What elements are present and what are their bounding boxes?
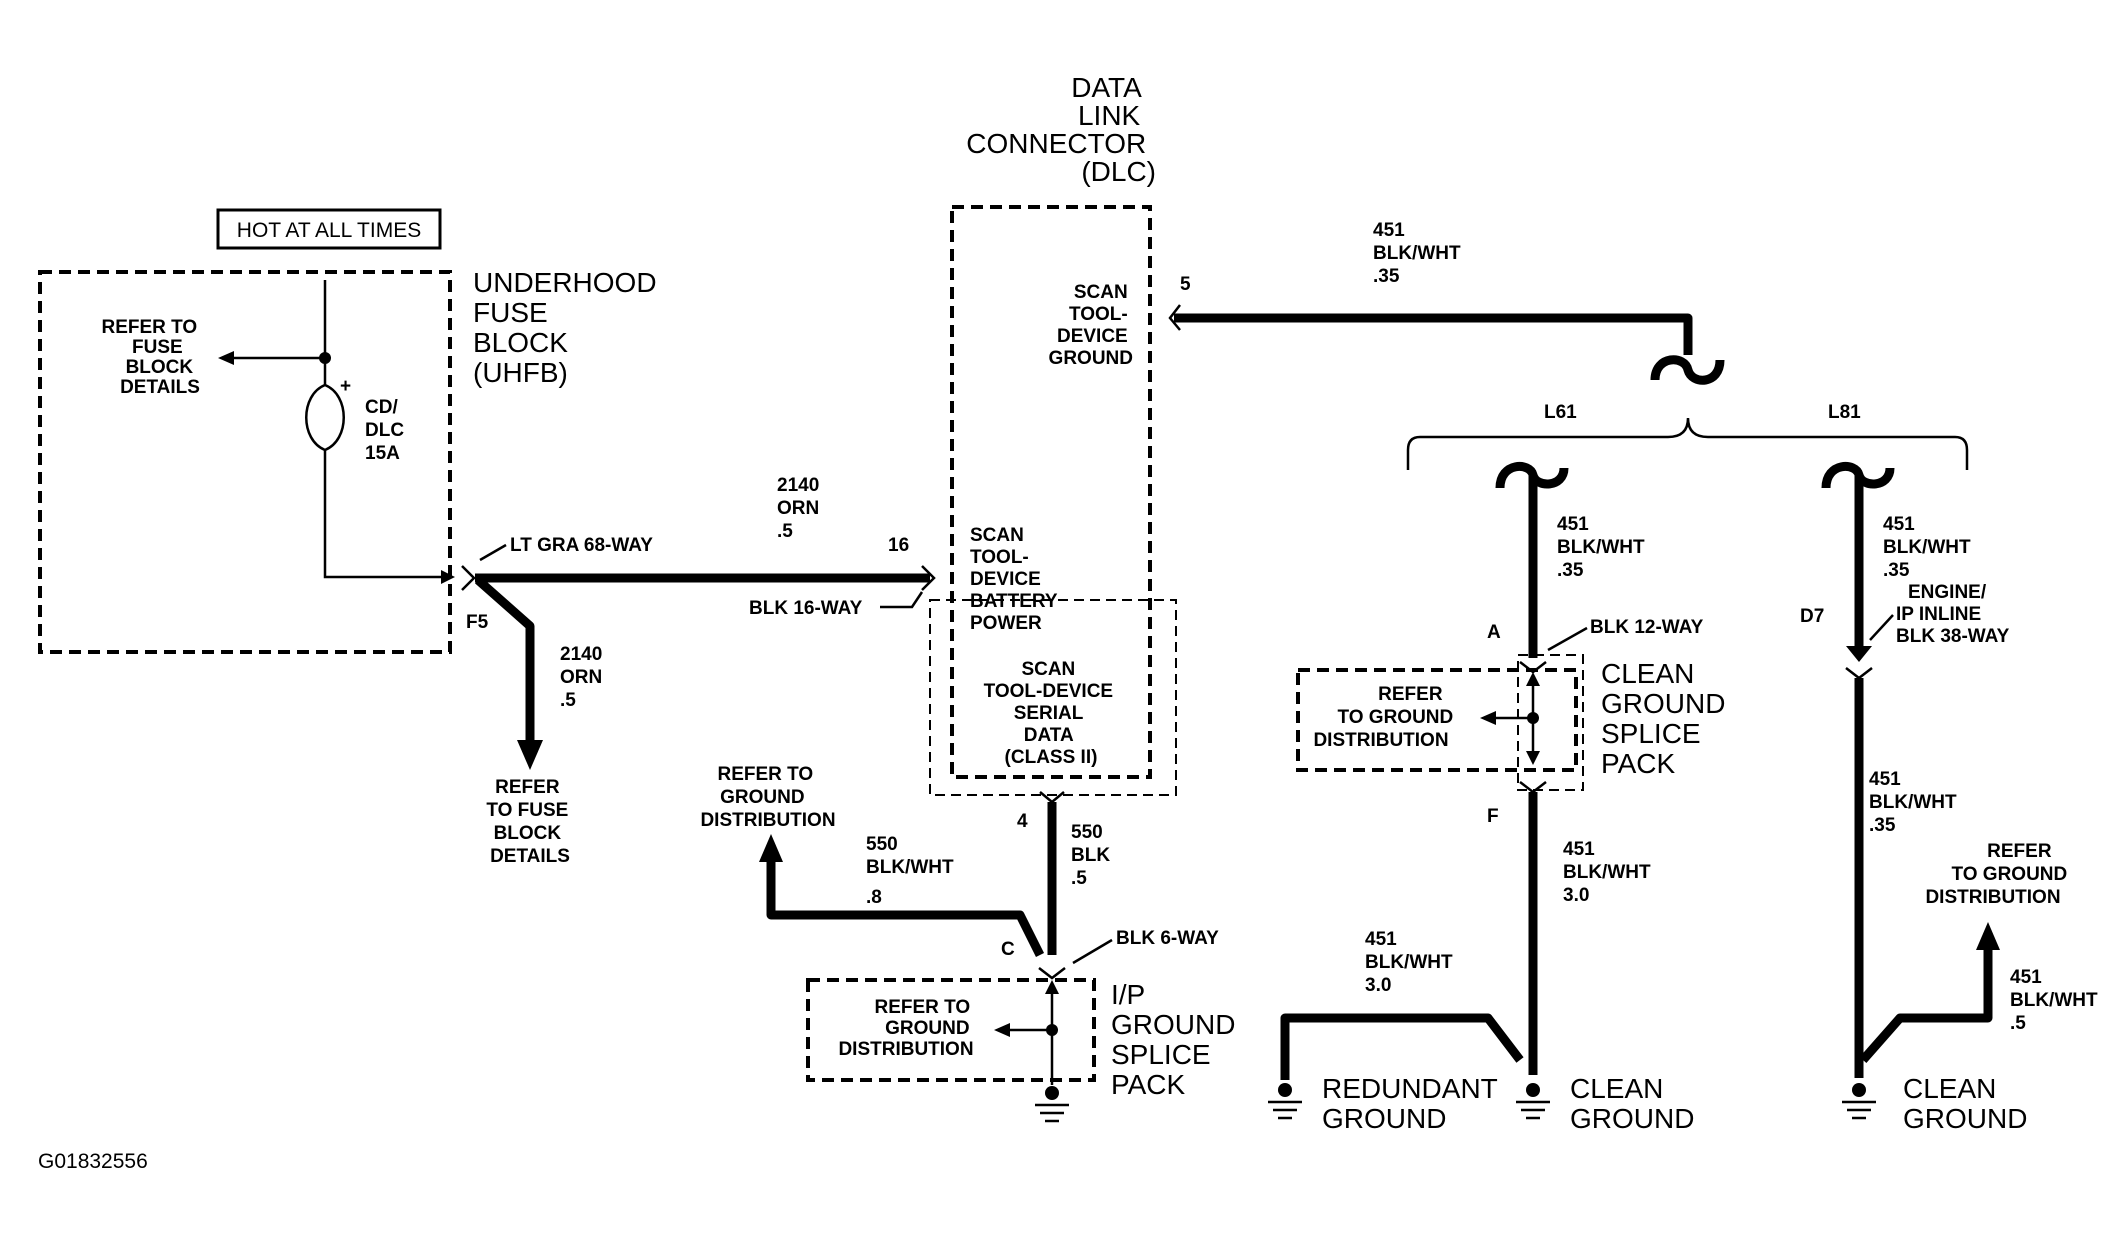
uhfb-output-wire	[323, 450, 445, 579]
ip-splice-refer-label: REFER TO GROUND DISTRIBUTION	[838, 997, 975, 1060]
wire-2140-to-down	[475, 576, 535, 742]
inline-connector-icon	[1845, 667, 1873, 680]
clean-ground-right-icon	[1842, 1083, 1876, 1120]
wire-2140-down-arrow-icon	[517, 740, 543, 770]
wire-451-redundant	[1280, 1013, 1524, 1080]
dlc-battery-label: SCAN TOOL- DEVICE BATTERY POWER	[970, 525, 1063, 634]
wire-451-after-f-label: 451 BLK/WHT 3.0	[1563, 839, 1656, 906]
wire-2140-top-label: 2140 ORN .5	[777, 475, 825, 542]
wire-2140-group: 2140 ORN .5 2140 ORN .5 REFER TO FUSE BL…	[461, 475, 930, 867]
ip-splice-c-connector-icon	[1038, 967, 1066, 980]
l61-break-icon	[1495, 462, 1569, 489]
inline-pin-d7: D7	[1800, 606, 1824, 627]
dlc-serial-label: SCAN TOOL-DEVICE SERIAL DATA (CLASS II)	[984, 659, 1119, 768]
clean-ground-splice-pack: A BLK 12-WAY REFER TO GROUND DISTRIBUTIO…	[1280, 617, 1733, 1080]
redundant-ground-label: REDUNDANT GROUND	[1322, 1073, 1505, 1134]
uhfb-connector-label: LT GRA 68-WAY	[510, 535, 653, 556]
refer-fuse-bottom-label: REFER TO FUSE BLOCK DETAILS	[486, 777, 573, 867]
clean-splice-up-arrow-icon	[1526, 672, 1540, 686]
uhfb-refer-arrow-icon	[218, 351, 234, 365]
wire-2140-down-label: 2140 ORN .5	[560, 644, 608, 711]
hot-at-all-times-label: HOT AT ALL TIMES	[237, 219, 421, 242]
ip-splice-up-arrow-icon	[1045, 980, 1059, 994]
wire-451-l81-lower-label: 451 BLK/WHT .35	[1869, 769, 1962, 836]
dlc-outer-boundary	[950, 205, 1152, 779]
l81-break-icon	[1821, 462, 1895, 489]
engine-ip-inline: D7 ENGINE/ IP INLINE BLK 38-WAY 451 BLK/…	[1800, 582, 2103, 1078]
dlc-pin4: 4	[1017, 811, 1028, 832]
wire-550-left-label: 550 BLK/WHT .8	[866, 834, 959, 908]
wire-550-left	[766, 860, 1045, 958]
ip-splice-ground-icon	[1035, 1086, 1069, 1123]
grounds: REDUNDANT GROUND CLEAN GROUND CLEAN GROU…	[1268, 1073, 2027, 1134]
option-brace	[1406, 417, 1969, 470]
refer-ground-right-arrow-icon	[1976, 922, 2000, 950]
clean-splice-refer-label: REFER TO GROUND DISTRIBUTION	[1313, 684, 1458, 751]
dlc-connector16-label: BLK 16-WAY	[749, 598, 863, 619]
ip-splice-connector-leader	[1072, 938, 1113, 965]
inline-leader	[1869, 614, 1894, 641]
clean-ground-mid-icon	[1516, 1083, 1550, 1120]
l81-arrow-icon	[1846, 646, 1872, 662]
ip-splice-refer-arrow-icon	[994, 1023, 1010, 1037]
clean-splice-outer-boundary	[1517, 654, 1584, 791]
inline-label: ENGINE/ IP INLINE BLK 38-WAY	[1896, 582, 2010, 647]
dlc-pin5-connector-icon	[1168, 304, 1181, 331]
uhfb-title: UNDERHOOD FUSE BLOCK (UHFB)	[473, 267, 664, 388]
fuse-label: CD/ DLC 15A	[365, 397, 409, 464]
dlc-pin4-connector-icon	[1039, 791, 1065, 804]
uhfb-boundary	[38, 270, 452, 654]
wire-451-l61-label: 451 BLK/WHT .35	[1557, 514, 1650, 581]
fuse-plus: +	[340, 376, 351, 397]
ip-splice-pin-c: C	[1001, 939, 1015, 960]
clean-ground-right-label: CLEAN GROUND	[1903, 1073, 2027, 1134]
dlc-pin16: 16	[888, 535, 909, 556]
dlc-title: DATA LINK CONNECTOR (DLC)	[966, 72, 1156, 187]
fuse-icon	[305, 383, 345, 452]
f5-connector-icon	[461, 565, 476, 591]
ip-splice-boundary	[806, 978, 1096, 1082]
uhfb-pin-f5: F5	[466, 612, 489, 633]
wire-451-right-small	[1859, 948, 1993, 1063]
clean-splice-connector-leader	[1547, 626, 1588, 652]
clean-splice-down-arrow-icon	[1526, 751, 1540, 765]
wire-451-l81-label: 451 BLK/WHT .35	[1883, 514, 1976, 581]
wire-451-redundant-label: 451 BLK/WHT 3.0	[1365, 929, 1458, 996]
clean-splice-refer-arrow-icon	[1480, 711, 1496, 725]
wire-451-group: 451 BLK/WHT .35 L61 L81 451 BLK/WHT .35 …	[1174, 220, 1976, 662]
wire-451-right-small-label: 451 BLK/WHT .5	[2010, 967, 2103, 1034]
dlc-ground-label: SCAN TOOL- DEVICE GROUND	[1049, 282, 1133, 369]
dlc-pin5: 5	[1180, 274, 1191, 295]
clean-splice-connector-label: BLK 12-WAY	[1590, 617, 1704, 638]
clean-splice-pin-a: A	[1487, 622, 1501, 643]
figure-id: G01832556	[38, 1150, 148, 1173]
clean-ground-mid-label: CLEAN GROUND	[1570, 1073, 1694, 1134]
uhfb-connector-leader	[479, 543, 507, 562]
clean-splice-title: CLEAN GROUND SPLICE PACK	[1601, 658, 1733, 779]
ip-refer-top-label: REFER TO GROUND DISTRIBUTION	[700, 764, 835, 831]
dlc-inner-boundary	[929, 599, 1177, 796]
option-l81-label: L81	[1828, 402, 1861, 423]
wire-550-down-label: 550 BLK .5	[1071, 822, 1115, 889]
redundant-ground-icon	[1268, 1083, 1302, 1120]
refer-ground-right-label: REFER TO GROUND DISTRIBUTION	[1925, 841, 2072, 908]
ip-splice-title: I/P GROUND SPLICE PACK	[1111, 979, 1243, 1100]
dlc-connector16-leader	[880, 591, 924, 609]
uhfb-refer-label: REFER TO FUSE BLOCK DETAILS	[102, 317, 203, 398]
underhood-fuse-block: HOT AT ALL TIMES UNDERHOOD FUSE BLOCK (U…	[38, 208, 664, 654]
clean-splice-pin-f: F	[1487, 806, 1499, 827]
ip-ground-splice-pack: 550 BLK .5 REFER TO GROUND DISTRIBUTION …	[700, 764, 1243, 1123]
hot-at-all-times-box	[216, 208, 442, 250]
uhfb-output-arrow-icon	[441, 570, 455, 584]
ip-refer-top-arrow-icon	[759, 834, 783, 862]
wire-451-top	[1174, 313, 1693, 355]
option-l61-label: L61	[1544, 402, 1577, 423]
data-link-connector: DATA LINK CONNECTOR (DLC) 16 BLK 16-WAY …	[749, 72, 1191, 832]
clean-splice-boundary	[1296, 668, 1578, 772]
wire-451-top-label: 451 BLK/WHT .35	[1373, 220, 1466, 287]
dlc-pin16-connector-icon	[921, 565, 936, 591]
ip-splice-connector-label: BLK 6-WAY	[1116, 928, 1219, 949]
option-break-icon	[1650, 355, 1725, 385]
